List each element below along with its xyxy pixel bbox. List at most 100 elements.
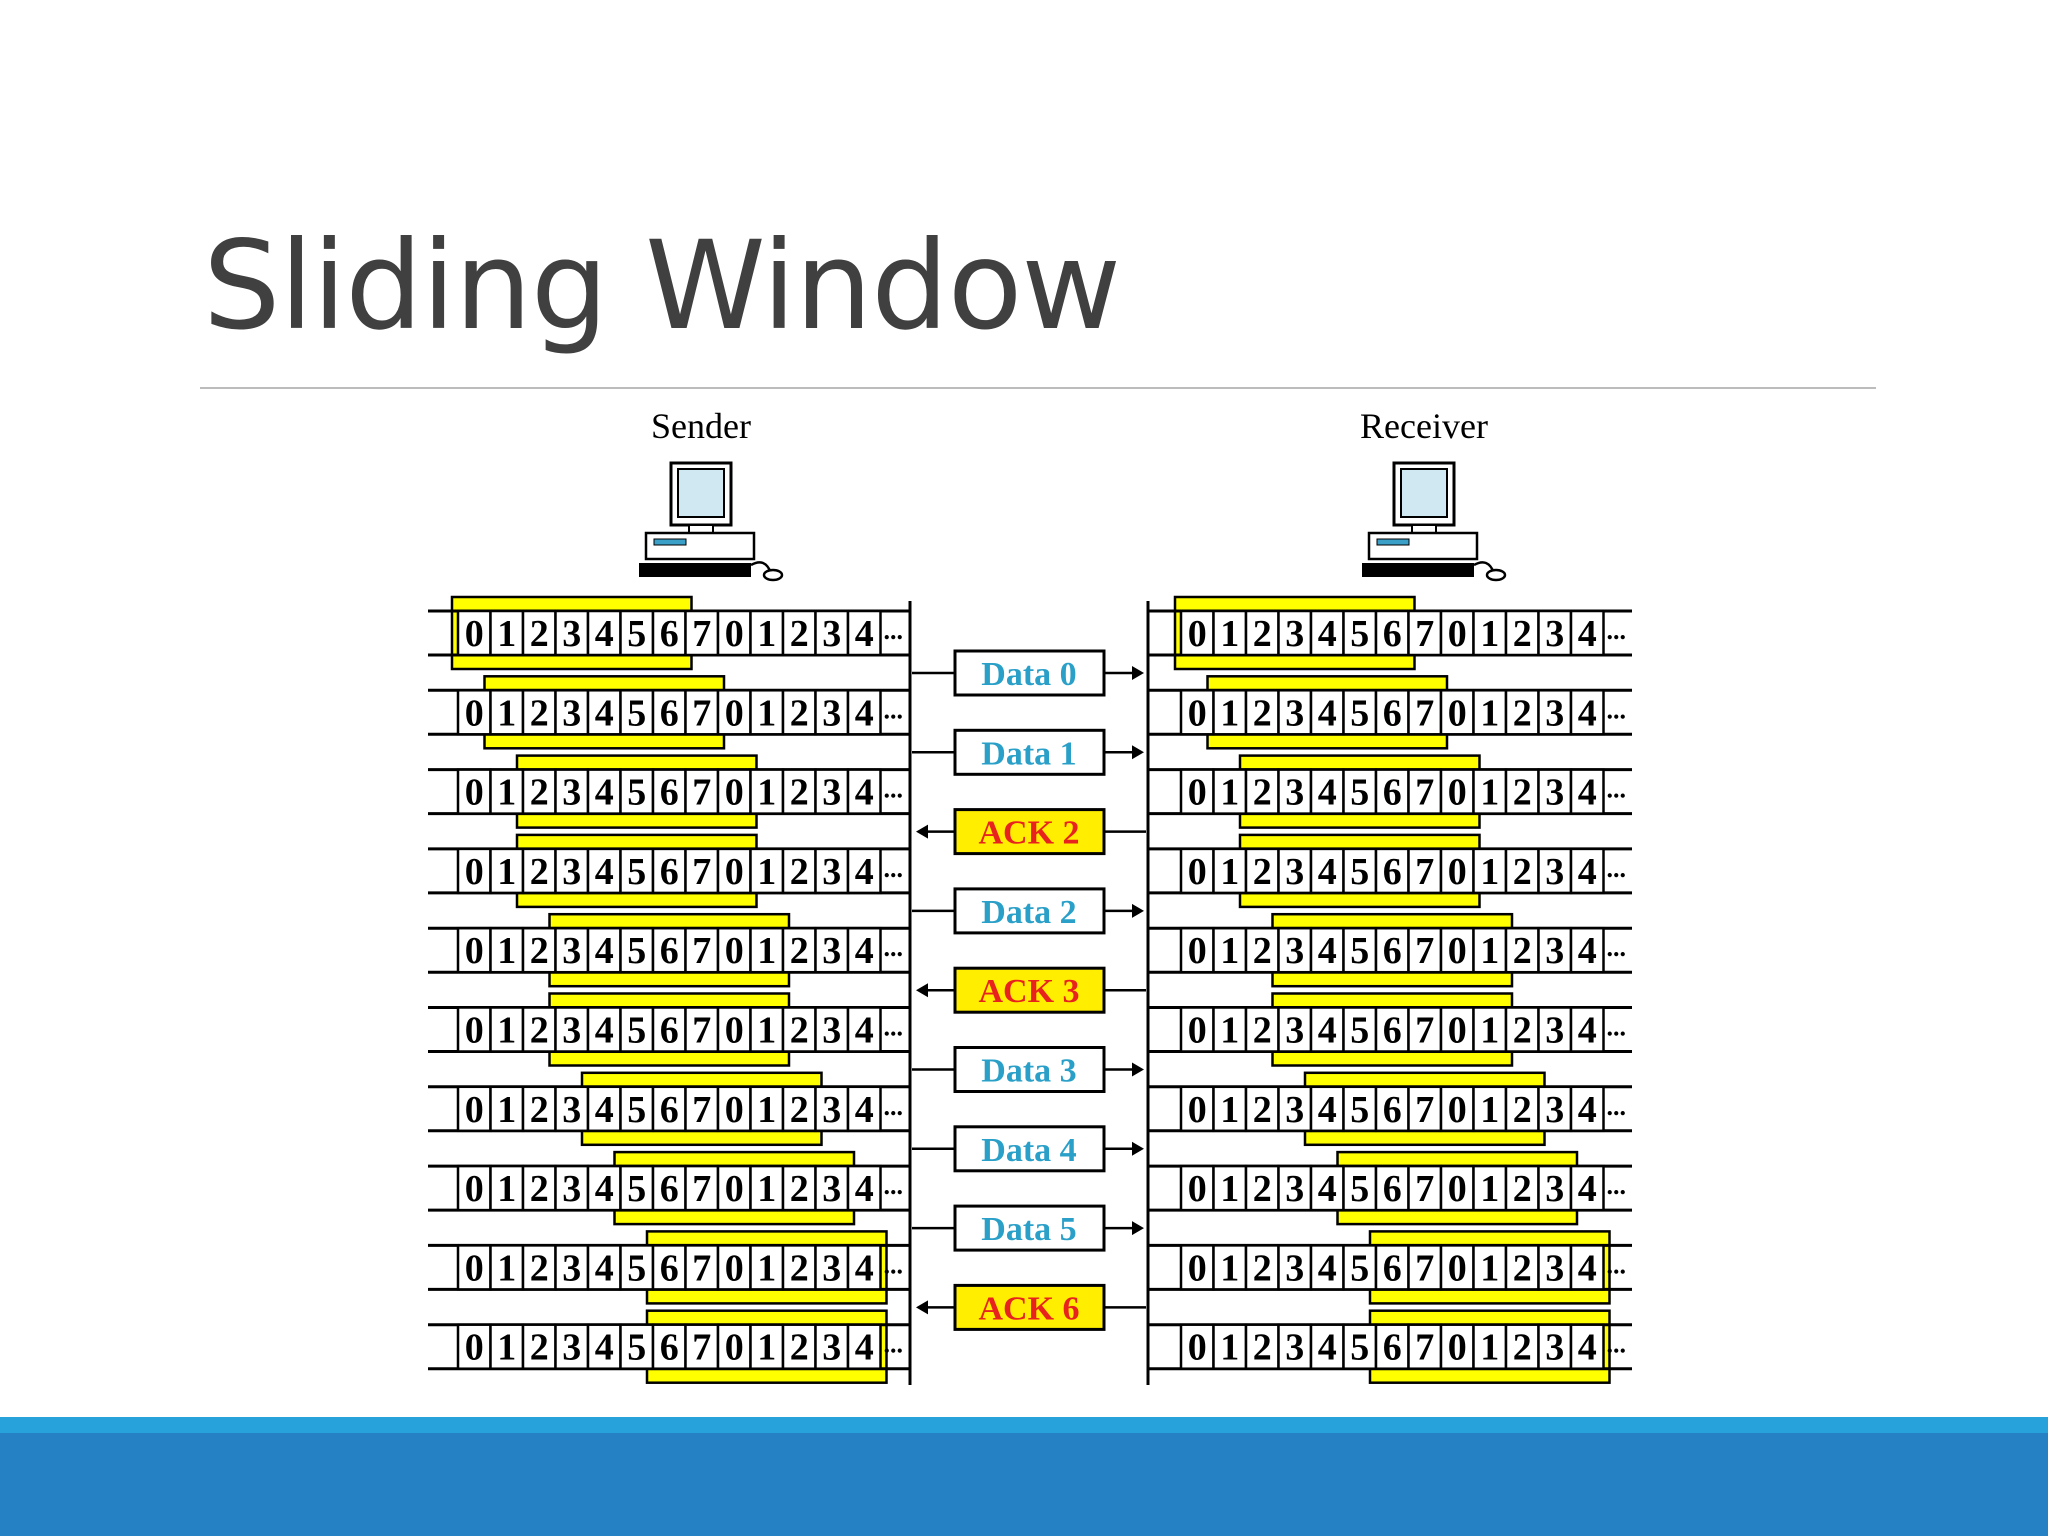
sequence-number: 1: [1480, 772, 1499, 814]
sequence-number: 0: [1188, 851, 1207, 893]
sequence-cell: [1179, 1085, 1215, 1133]
sequence-ellipsis: ...: [1607, 775, 1627, 804]
data-frame: Data 2: [912, 887, 1144, 935]
sequence-number: 3: [1545, 1010, 1564, 1052]
sequence-number: 4: [595, 1089, 614, 1131]
sequence-cell: [684, 1244, 720, 1291]
sequence-number: 4: [1318, 1089, 1337, 1131]
sequence-cell: [1244, 609, 1280, 657]
sequence-cell: [1439, 1164, 1475, 1212]
sequence-cell: [651, 1085, 687, 1133]
sequence-number: 3: [822, 1247, 841, 1289]
sequence-number: 2: [1513, 1327, 1532, 1369]
sequence-number: 6: [660, 851, 679, 893]
sequence-number: 4: [1318, 692, 1337, 734]
sequence-cell: [586, 609, 622, 657]
sequence-ellipsis: ...: [884, 616, 904, 645]
sequence-number: 7: [692, 851, 711, 893]
sequence-cell: [1472, 689, 1508, 736]
sequence-number: 0: [1188, 930, 1207, 972]
sequence-cell: [1439, 689, 1475, 736]
sequence-number: 0: [465, 772, 484, 814]
frame-label: Data 3: [981, 1053, 1076, 1090]
sequence-number: 6: [1383, 692, 1402, 734]
sequence-number: 2: [1513, 772, 1532, 814]
sequence-number: 7: [692, 1089, 711, 1131]
sequence-number: 7: [692, 613, 711, 655]
sequence-number: 3: [822, 613, 841, 655]
sequence-cell: [684, 768, 720, 815]
sequence-number: 1: [757, 692, 776, 734]
sequence-number: 3: [1545, 1089, 1564, 1131]
sequence-cell: [619, 689, 655, 736]
sequence-cell: [1374, 609, 1410, 657]
sequence-number: 2: [1513, 613, 1532, 655]
sequence-number: 2: [1253, 1327, 1272, 1369]
sequence-ellipsis: ...: [1607, 616, 1627, 645]
sequence-number: 1: [1480, 613, 1499, 655]
sender-computer-icon: [639, 461, 784, 582]
frame-label: Data 5: [981, 1211, 1076, 1248]
sequence-number: 0: [1188, 1327, 1207, 1369]
sequence-number: 3: [1545, 1327, 1564, 1369]
sequence-number: 0: [1448, 851, 1467, 893]
sequence-number: 4: [1578, 930, 1597, 972]
sequence-number: 5: [1350, 1168, 1369, 1210]
sequence-number: 3: [822, 1089, 841, 1131]
sequence-ellipsis: ...: [884, 854, 904, 883]
sequence-cell: [716, 689, 752, 736]
ack-frame: ACK 6: [916, 1283, 1146, 1331]
sequence-cell: [1504, 926, 1540, 974]
sequence-cell: [1407, 689, 1443, 736]
sequence-cell: [651, 847, 687, 895]
sequence-number: 6: [660, 692, 679, 734]
sequence-cell: [814, 1085, 850, 1133]
sequence-cell: [1537, 1323, 1573, 1370]
sequence-number: 4: [855, 851, 874, 893]
sequence-number: 4: [1578, 1247, 1597, 1289]
sequence-ellipsis: ...: [1607, 1330, 1627, 1359]
sequence-number: 0: [725, 692, 744, 734]
sequence-number: 7: [1415, 1247, 1434, 1289]
sequence-number: 6: [660, 1168, 679, 1210]
sequence-number: 5: [1350, 930, 1369, 972]
sequence-cell: [846, 847, 882, 895]
sequence-number: 4: [595, 692, 614, 734]
sequence-cell: [1439, 1085, 1475, 1133]
sequence-cell: [749, 926, 785, 974]
data-frame: Data 5: [912, 1204, 1144, 1252]
sequence-number: 5: [1350, 1247, 1369, 1289]
sequence-number: 4: [1578, 692, 1597, 734]
sequence-cell: [1374, 768, 1410, 815]
sequence-number: 5: [1350, 1089, 1369, 1131]
sequence-number: 1: [1220, 772, 1239, 814]
sequence-number: 0: [465, 930, 484, 972]
sequence-number: 2: [1513, 1168, 1532, 1210]
sequence-cell: [1244, 1323, 1280, 1370]
sequence-number: 2: [790, 772, 809, 814]
sequence-cell: [1179, 1244, 1215, 1291]
sequence-cell: [489, 609, 525, 657]
sequence-number: 1: [1480, 1089, 1499, 1131]
sequence-cell: [1472, 1244, 1508, 1291]
sequence-cell: [781, 689, 817, 736]
sequence-number: 0: [465, 851, 484, 893]
sequence-number: 4: [855, 613, 874, 655]
sequence-cell: [554, 1164, 590, 1212]
sequence-number: 4: [595, 1010, 614, 1052]
sequence-cell: [1569, 1323, 1605, 1370]
sequence-cell: [1342, 768, 1378, 815]
sequence-cell: [489, 1323, 525, 1370]
sequence-cell: [1504, 689, 1540, 736]
sequence-cell: [749, 609, 785, 657]
sequence-cell: [586, 1164, 622, 1212]
receiver-label: Receiver: [1360, 406, 1488, 446]
sequence-cell: [1212, 1006, 1248, 1053]
sequence-number: 4: [1318, 613, 1337, 655]
sequence-number: 4: [1318, 1168, 1337, 1210]
sequence-number: 3: [1285, 930, 1304, 972]
